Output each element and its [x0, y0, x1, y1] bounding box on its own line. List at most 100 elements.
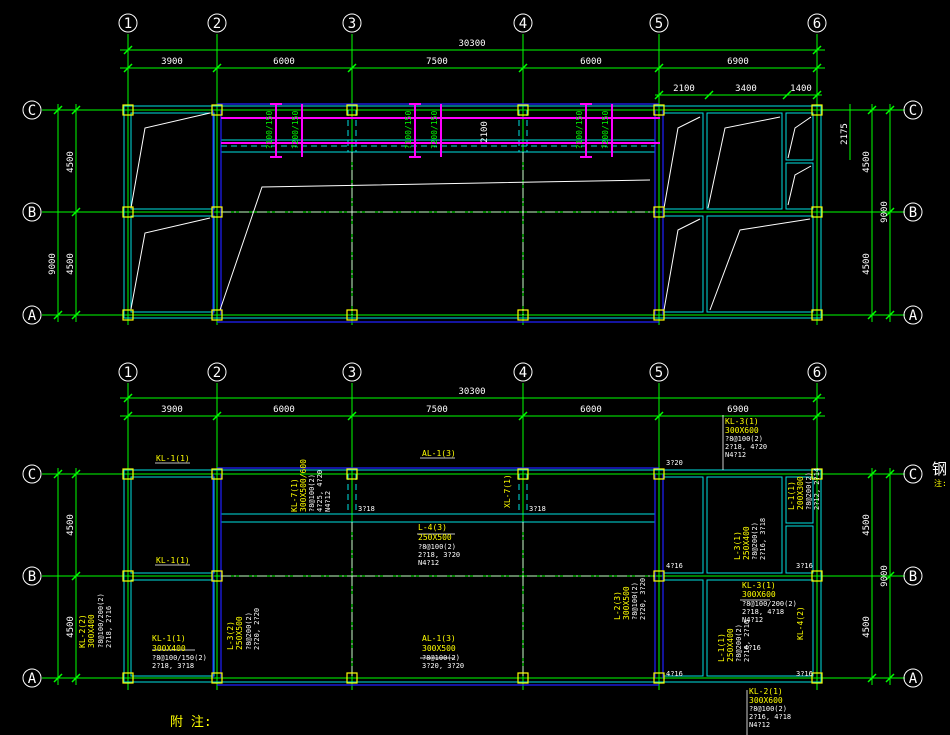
beam-size: 300X600 [742, 590, 776, 599]
beam-label-l4: L-4(3) [418, 523, 447, 532]
beam-label-kl2-left: KL-2(2) [78, 614, 87, 648]
dim-right-1: 4500 [862, 514, 872, 536]
beam-spec: 2?18, 4?18 [742, 608, 784, 616]
beam-size: 250X400 [742, 526, 751, 560]
dim-left-1: 4500 [66, 151, 76, 173]
dim-left-2: 4500 [66, 616, 76, 638]
beam-label-kl4: KL-4(2) [796, 606, 805, 640]
beam-spec: ?8@100/150(2) [152, 654, 207, 662]
beam-label-kl1-a: KL-1(1) [152, 634, 186, 643]
dim-left-total: 9000 [48, 253, 58, 275]
dim-left-2: 4500 [66, 253, 76, 275]
beam-label-kl1-c: KL-1(1) [156, 454, 190, 463]
axis-label-b-right: B [909, 205, 917, 221]
beam-spec: 2?12, 2?14 [813, 468, 821, 510]
axis-label-c-right: C [909, 467, 917, 483]
beam-spec: ?8@100(2) [422, 654, 460, 662]
axis-label-6: 6 [813, 365, 821, 381]
beam-size: 300X500/600 [299, 459, 308, 512]
beam-spec: 4?25, 4?20 [316, 470, 324, 512]
dim-left-1: 4500 [66, 514, 76, 536]
beam-spec: 2?18, 4?20 [725, 443, 767, 451]
beam-label-al1-c: AL-1(3) [422, 449, 456, 458]
axis-label-b-left: B [28, 205, 36, 221]
dim-overall: 30300 [458, 39, 485, 49]
beam-spec: ?8@100(2) [418, 543, 456, 551]
edge-note-fragment: 注: [934, 478, 947, 488]
axis-label-c-right: C [909, 103, 917, 119]
dim-overall: 30300 [458, 387, 485, 397]
axis-label-a-right: A [909, 308, 918, 324]
dim-span-3: 7500 [426, 405, 448, 415]
dim-span-3: 7500 [426, 57, 448, 67]
beam-spec: 2?18, 3?18 [152, 662, 194, 670]
axis-label-b-left: B [28, 569, 36, 585]
beam-spec: 2?20, 3?20 [639, 578, 647, 620]
dim-span-5: 6900 [727, 405, 749, 415]
beam-spec: 2?18, 2?16 [105, 606, 113, 648]
beam-size: 300X400 [152, 644, 186, 653]
beam-spec: 2?16, 2?16 [743, 620, 751, 662]
dim-span-5: 6900 [727, 57, 749, 67]
axis-label-3: 3 [348, 16, 356, 32]
rebar-small: 3?18 [529, 505, 546, 513]
beam-spec: ?8@200(2) [751, 522, 759, 560]
rebar-small: 4?16 [666, 670, 683, 678]
dim-right-1: 4500 [862, 151, 872, 173]
beam-spec: N4?12 [418, 559, 439, 567]
dim-right-small: 2175 [840, 123, 850, 145]
rebar-small: 4?16 [666, 562, 683, 570]
dim-span-4: 6000 [580, 405, 602, 415]
beam-label-kl3-top: KL-3(1) [725, 417, 759, 426]
beam-label-xl7: XL-7(1) [503, 474, 512, 508]
axis-label-4: 4 [519, 16, 527, 32]
beam-spec: 2?16, 4?18 [749, 713, 791, 721]
rebar-small: 3?16 [796, 562, 813, 570]
beam-label-l2: L-2(3) [613, 591, 622, 620]
beam-spec: 3?20, 3?20 [422, 662, 464, 670]
rebar-label: ?200/150 [430, 111, 439, 150]
rebar-small: 3?20 [666, 459, 683, 467]
beam-size: 250X500 [235, 616, 244, 650]
rebar-label: ?200/150 [291, 111, 300, 150]
beam-spec: ?8@100(2) [308, 474, 316, 512]
beam-size: 250X500 [418, 533, 452, 542]
beam-size: 300X400 [87, 614, 96, 648]
dim-right-2: 4500 [862, 616, 872, 638]
beam-label-kl1-b: KL-1(1) [156, 556, 190, 565]
beam-spec: N4?12 [742, 616, 763, 624]
rebar-label: ?100/150 [265, 111, 274, 150]
dim-sub-1: 2100 [673, 84, 695, 94]
beam-spec: 2?16, 3?18 [759, 518, 767, 560]
top-plan: 1 2 3 4 5 6 C B A C B A 30300 3900 6000 … [22, 13, 923, 325]
axis-label-5: 5 [655, 16, 663, 32]
dim-sub-3: 1400 [790, 84, 812, 94]
beam-spec: ?8@200(2) [245, 612, 253, 650]
note-label: 附 注: [170, 715, 212, 730]
beam-spec: N4?12 [749, 721, 770, 729]
rebar-label: ?200/150 [601, 111, 610, 150]
beam-spec: ?8@100/200(2) [97, 593, 105, 648]
axis-label-a-left: A [28, 308, 37, 324]
axis-label-a-left: A [28, 671, 37, 687]
beam-spec: ?8@100(2) [749, 705, 787, 713]
dim-span-2: 6000 [273, 57, 295, 67]
axis-label-a-right: A [909, 671, 918, 687]
beam-spec: N4?12 [324, 491, 332, 512]
beam-spec: ?8@200(2) [805, 472, 813, 510]
beam-spec: N4?12 [725, 451, 746, 459]
beam-spec: ?8@200(2) [735, 624, 743, 662]
beam-label-l3-left: L-3(2) [226, 621, 235, 650]
axis-label-2: 2 [213, 16, 221, 32]
axis-label-1: 1 [124, 365, 132, 381]
beam-spec: ?8@100(2) [725, 435, 763, 443]
rebar-label: ?100/150 [575, 111, 584, 150]
beam-label-kl2-bottom: KL-2(1) [749, 687, 783, 696]
axis-label-2: 2 [213, 365, 221, 381]
beam-label-al1-a: AL-1(3) [422, 634, 456, 643]
dim-right-total: 9000 [880, 565, 890, 587]
beam-size: 300X500 [622, 586, 631, 620]
beam-label-l3-right: L-3(1) [733, 531, 742, 560]
axis-label-4: 4 [519, 365, 527, 381]
dim-span-1: 3900 [161, 405, 183, 415]
